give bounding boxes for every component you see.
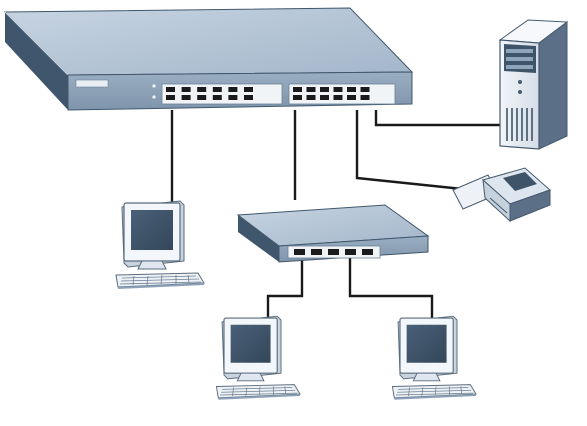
switch-port [181,87,191,92]
main-switch-24-port-icon [3,7,414,111]
desktop-computer-icon [115,200,205,290]
desktop-computer-icon [391,315,477,401]
switch-port [212,95,222,100]
switch-port [347,87,356,92]
switch-port [294,249,305,255]
cable-small-switch-to-pc-3 [348,258,434,318]
switch-port [166,95,175,100]
switch-port [181,95,191,100]
switch-port [197,87,207,92]
cable-small-switch-to-pc-2 [266,258,304,318]
switch-port [347,95,356,100]
switch-port [345,249,356,255]
switch-port [228,87,238,92]
desktop-computer-icon [215,315,301,401]
switch-port [244,95,253,100]
main-switch-side [5,12,68,110]
switch-port [333,87,343,92]
main-switch-port-block-1 [161,83,283,105]
cable-main-switch-to-printer [355,110,473,192]
switch-port [293,87,302,92]
network-cables [170,110,500,318]
switch-port [166,87,175,92]
switch-port [197,95,207,100]
switch-port [306,87,316,92]
main-switch-top [3,7,414,76]
switch-port [360,87,370,92]
switch-port [212,87,222,92]
printer-icon [452,167,551,223]
small-switch-5-port-icon [236,204,430,263]
main-switch-label-plate [75,79,109,88]
switch-port [244,87,253,92]
switch-port [333,95,343,100]
switch-port [311,249,322,255]
switch-port [228,95,238,100]
switch-port [360,95,370,100]
switch-port [320,87,329,92]
cable-main-switch-to-server [374,110,500,127]
switch-port [328,249,339,255]
small-switch-side [238,215,279,262]
switch-port [320,95,329,100]
tower-server-icon [498,19,569,150]
switch-port [293,95,302,100]
switch-port [362,249,373,255]
switch-port [306,95,316,100]
